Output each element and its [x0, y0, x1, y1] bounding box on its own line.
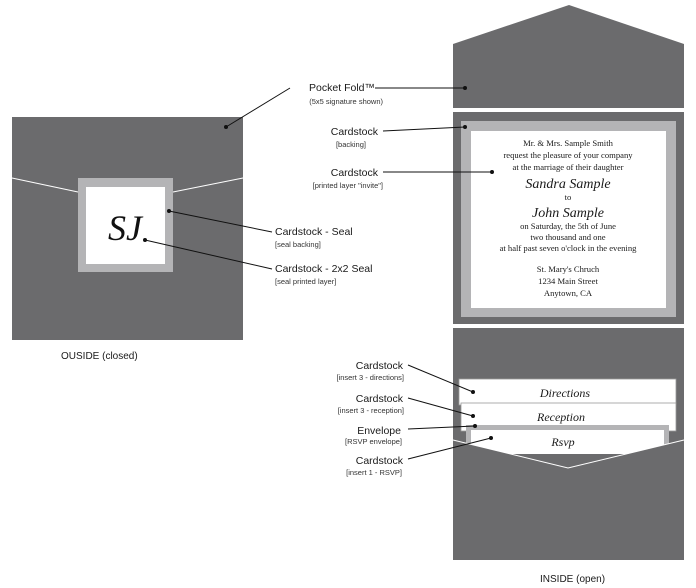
dot-invite [490, 170, 494, 174]
leader-seal-2x2 [144, 239, 273, 270]
dot-directions [471, 390, 475, 394]
invite-venue-1: St. Mary's Chruch [537, 264, 600, 274]
label-directions-sub: [insert 3 - directions] [336, 373, 404, 382]
caption-inside: INSIDE (open) [540, 574, 605, 585]
label-backing-title: Cardstock [331, 126, 379, 138]
seal-printed-layer [86, 187, 165, 264]
leader-seal [168, 210, 273, 233]
seal-monogram: SJ [108, 208, 144, 248]
insert-directions-text: Directions [539, 386, 591, 400]
inside-middle-panel: Mr. & Mrs. Sample Smith request the plea… [453, 112, 684, 324]
invite-printed-layer [471, 131, 666, 308]
leader-backing [382, 126, 466, 132]
invite-line-3: at the marriage of their daughter [513, 162, 624, 172]
leader-rsvp [407, 437, 492, 460]
label-seal-2x2-sub: [seal printed layer] [275, 277, 336, 286]
callout-labels: Pocket Fold™ (5x5 signature shown) Cards… [275, 82, 404, 477]
invite-to: to [565, 192, 572, 202]
insert-rsvp-card [471, 430, 664, 454]
invite-groom-name: John Sample [532, 206, 604, 221]
leader-pocket-fold [225, 87, 291, 128]
dot-envelope [473, 424, 477, 428]
outside-flap-crease-right [172, 177, 244, 193]
leader-lines [143, 86, 494, 460]
dot-backing [463, 125, 467, 129]
pocket-front-flap [453, 440, 684, 560]
pocket-front-edge [452, 439, 685, 469]
label-reception-title: Cardstock [356, 393, 404, 405]
invite-venue-2: 1234 Main Street [538, 276, 598, 286]
inside-top-flap [453, 5, 684, 108]
leader-reception [407, 397, 474, 417]
invite-line-2: request the pleasure of your company [503, 150, 633, 160]
top-flap [453, 5, 684, 108]
label-seal-title: Cardstock - Seal [275, 226, 353, 238]
invite-line-6: at half past seven o'clock in the evenin… [500, 243, 638, 253]
invite-line-5: two thousand and one [530, 232, 605, 242]
leader-directions [407, 364, 474, 393]
insert-directions-card [458, 378, 677, 406]
label-rsvp-title: Cardstock [356, 455, 404, 467]
label-pocket-fold-sub: (5x5 signature shown) [309, 97, 383, 106]
label-invite-sub: [printed layer "invite"] [313, 181, 383, 190]
label-envelope-sub: [RSVP envelope] [345, 437, 402, 446]
dot-seal-2x2 [143, 238, 147, 242]
dot-seal [167, 209, 171, 213]
outside-closed-pocket: SJ [11, 117, 244, 340]
caption-outside: OUSIDE (closed) [61, 351, 138, 362]
dot-rsvp [489, 436, 493, 440]
label-seal-sub: [seal backing] [275, 240, 321, 249]
label-invite-title: Cardstock [331, 167, 379, 179]
outside-flap-crease [11, 177, 79, 193]
insert-reception-text: Reception [536, 410, 585, 424]
dot-reception [471, 414, 475, 418]
insert-rsvp-text: Rsvp [550, 435, 574, 449]
label-directions-title: Cardstock [356, 360, 404, 372]
label-seal-2x2-title: Cardstock - 2x2 Seal [275, 263, 372, 275]
inside-bottom-pocket: Directions Reception Rsvp [452, 328, 685, 560]
dot-pocket-fold [224, 125, 228, 129]
invite-venue-3: Anytown, CA [544, 288, 593, 298]
label-envelope-title: Envelope [357, 425, 401, 437]
leader-envelope [407, 425, 476, 430]
dot-pocket-fold-right [463, 86, 467, 90]
label-reception-sub: [insert 3 - reception] [338, 406, 404, 415]
invite-line-4: on Saturday, the 5th of June [520, 221, 616, 231]
label-rsvp-sub: [insert 1 - RSVP] [346, 468, 402, 477]
label-backing-sub: [backing] [336, 140, 366, 149]
label-pocket-fold-title: Pocket Fold™ [309, 82, 375, 94]
invite-bride-name: Sandra Sample [525, 177, 610, 192]
invite-line-1: Mr. & Mrs. Sample Smith [523, 138, 613, 148]
